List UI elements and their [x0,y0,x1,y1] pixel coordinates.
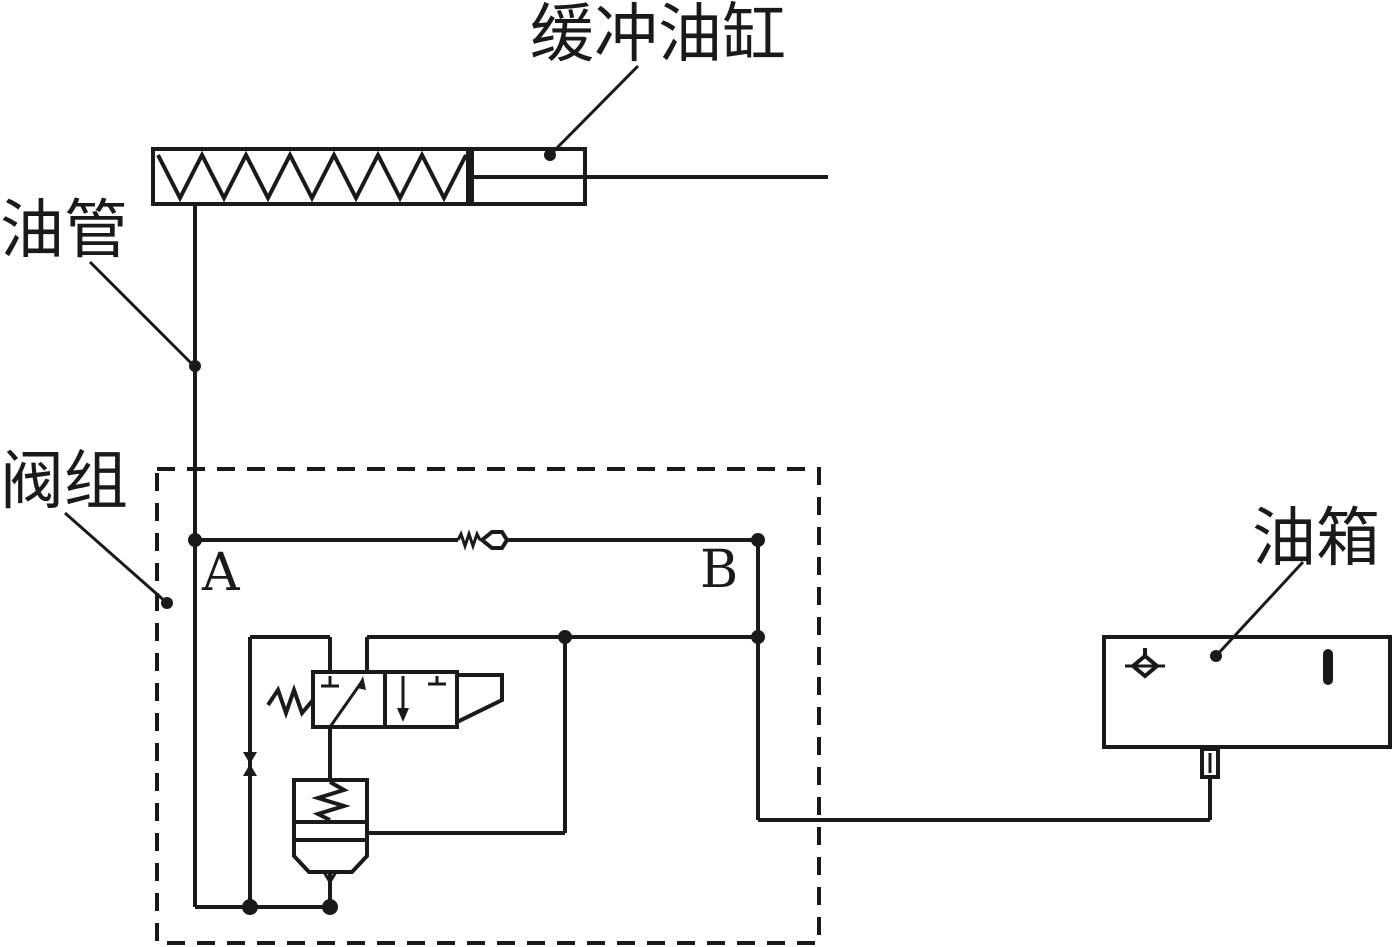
oil-tank [1102,635,1392,779]
valve-spring-icon [266,683,315,720]
tank-line [758,777,1212,822]
cylinder-label: 缓冲油缸 [530,0,786,72]
port-a-label: A [201,543,241,603]
oil-pipe [189,204,201,907]
solenoid-icon [455,673,504,726]
throttle-icon [243,752,257,776]
tank-port-icon [1200,747,1220,779]
pipe-label: 油管 [0,194,128,268]
pilot-line [365,630,765,835]
throttle-loop [243,635,332,907]
check-valve-icon [478,530,510,550]
port-b-label: B [700,540,738,600]
a-b-line [188,529,765,820]
check-valve-spring-icon [456,529,482,551]
tank-label: 油箱 [1252,502,1380,576]
level-gauge-icon [1323,649,1333,685]
air-filter-icon [1125,648,1165,679]
buffer-cylinder [151,147,828,206]
solenoid-valve [266,670,504,729]
valve-group-label: 阀组 [0,445,128,519]
valve-group-boundary [155,467,821,945]
relief-spring-icon [311,780,351,822]
spring-icon [156,150,468,203]
relief-valve [292,778,369,907]
leader-lines [64,64,1305,662]
bottom-return-line [195,899,338,915]
